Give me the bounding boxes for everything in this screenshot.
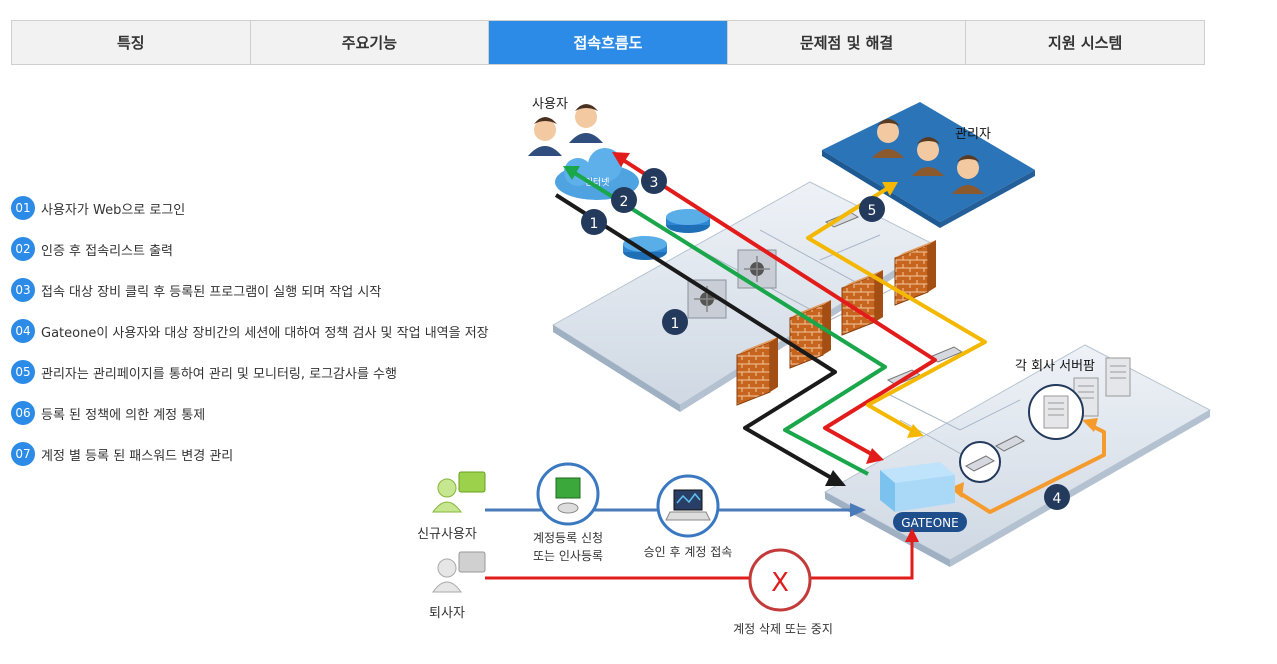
flow-arrowhead-orange-up [1082,418,1098,432]
new-user-label: 신규사용자 [417,527,477,542]
flow-arrowhead-red-up [612,152,630,167]
flow-arrowhead-green [563,166,580,180]
retiree-icon [432,551,486,593]
step-item: 07 계정 별 등록 된 패스워드 변경 관리 [11,442,489,466]
svg-text:1: 1 [671,316,680,332]
step-item: 03 접속 대상 장비 클릭 후 등록된 프로그램이 실행 되며 작업 시작 [11,278,489,302]
registration-label-line1: 계정등록 신청 [533,531,603,545]
step-text: 등록 된 정책에 의한 계정 통제 [41,407,206,423]
registration-label-line2: 또는 인사등록 [533,549,603,563]
lifecycle-arrowhead-red [905,528,919,542]
step-list: 01 사용자가 Web으로 로그인 02 인증 후 접속리스트 출력 03 접속 대상… [11,196,489,483]
step-marker: 4 [1044,484,1070,510]
flow-line-black [554,193,837,482]
tab-problems-solutions[interactable]: 문제점 및 해결 [727,21,967,64]
step-item: 05 관리자는 관리페이지를 통하여 관리 및 모니터링, 로그감사를 수행 [11,360,489,384]
switch-icon [737,249,777,289]
firewall-icon [894,240,936,306]
internet-label: 인터넷 [585,177,610,188]
step-text: 인증 후 접속리스트 출력 [41,243,173,259]
svg-text:4: 4 [1053,491,1062,507]
flow-line-red [618,156,937,458]
step-item: 02 인증 후 접속리스트 출력 [11,237,489,261]
user-avatar-icon [569,104,603,143]
admin-label: 관리자 [955,127,991,142]
step-text: 관리자는 관리페이지를 통하여 관리 및 모니터링, 로그감사를 수행 [41,366,397,382]
gateone-appliance-icon: GATEONE [880,462,967,532]
step-item: 01 사용자가 Web으로 로그인 [11,196,489,220]
step-marker: 1 [662,309,688,335]
deny-mark: X [771,568,789,598]
step-number: 07 [11,442,35,466]
deny-label: 계정 삭제 또는 중지 [733,622,833,636]
step-number: 01 [11,196,35,220]
step-text: 계정 별 등록 된 패스워드 변경 관리 [41,448,234,464]
server-farm-platform [823,344,1212,567]
admin-avatar-icon [912,137,944,176]
step-item: 04 Gateone이 사용자와 대상 장비간의 세션에 대하여 정책 검사 및 … [11,319,489,343]
hub-icon [994,435,1026,452]
flow-arrowhead-black [825,470,846,486]
server-farm-label: 각 회사 서버팜 [1015,359,1095,374]
step-marker: 5 [859,196,885,222]
step-text: 사용자가 Web으로 로그인 [41,202,186,218]
step-marker: 2 [611,187,637,213]
approval-label: 승인 후 계정 접속 [644,545,733,559]
step-number: 03 [11,278,35,302]
step-item: 06 등록 된 정책에 의한 계정 통제 [11,401,489,425]
flow-arrowhead-yellow-down [907,424,924,438]
step-number: 06 [11,401,35,425]
tab-connection-flow[interactable]: 접속흐름도 [489,21,728,64]
step-number: 04 [11,319,35,343]
tab-supported-systems[interactable]: 지원 시스템 [966,21,1204,64]
new-user-icon [432,471,486,513]
flow-line-green [571,170,887,476]
switch-icon [687,279,727,319]
flow-arrowhead-yellow-up [882,182,898,196]
flow-arrowhead-red-down [866,448,884,464]
lifecycle-arrowhead-blue [850,503,866,517]
firewall-icon [736,337,778,406]
gateone-label: GATEONE [901,516,959,530]
admin-avatar-icon [952,155,984,194]
retiree-label: 퇴사자 [429,606,465,621]
step-number: 05 [11,360,35,384]
server-icon [1105,357,1131,397]
registration-circle-icon [536,462,600,526]
admin-avatar-icon [872,119,904,158]
flow-line-orange [956,423,1106,514]
router-icon [666,209,710,233]
svg-text:5: 5 [868,203,877,219]
approval-circle-icon [656,474,720,538]
user-avatar-icon [528,117,562,156]
tab-main-functions[interactable]: 주요기능 [250,21,490,64]
flow-arrowhead-orange-left [950,482,964,498]
users-label: 사용자 [532,97,568,112]
deny-circle-icon: X [748,548,812,612]
svg-text:2: 2 [620,194,629,210]
tab-bar: 특징 주요기능 접속흐름도 문제점 및 해결 지원 시스템 [11,20,1205,65]
server-farm-circle [1028,384,1084,440]
svg-text:1: 1 [590,216,599,232]
step-text: Gateone이 사용자와 대상 장비간의 세션에 대하여 정책 검사 및 작업… [41,325,489,341]
tab-features[interactable]: 특징 [12,21,251,64]
step-marker: 3 [641,168,667,194]
svg-text:3: 3 [650,175,659,191]
step-marker: 1 [581,209,607,235]
flow-line-yellow [806,186,987,434]
server-switch-circle [959,441,1001,483]
step-text: 접속 대상 장비 클릭 후 등록된 프로그램이 실행 되며 작업 시작 [41,284,382,300]
step-number: 02 [11,237,35,261]
lifecycle-line-red [485,538,914,580]
